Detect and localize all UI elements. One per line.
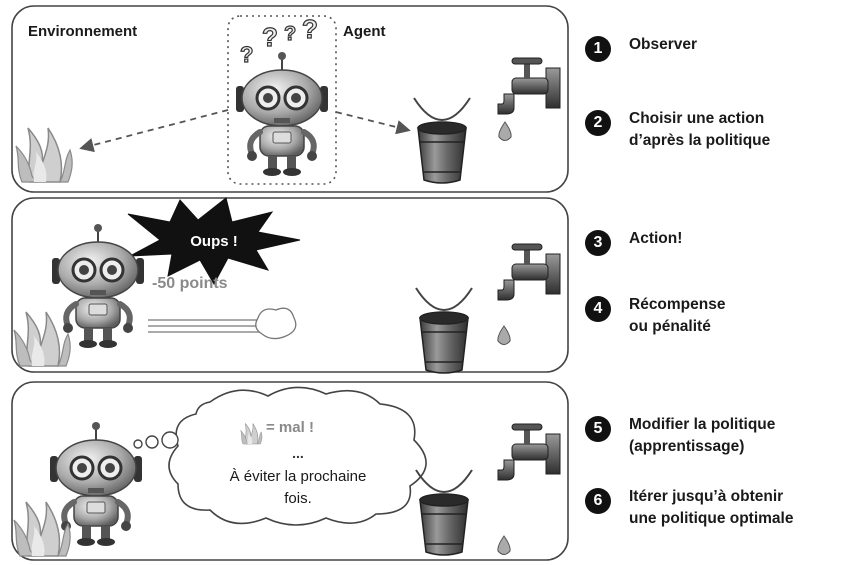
thought-line-3: À éviter la prochaine (230, 468, 367, 485)
burst-icon (127, 197, 301, 286)
step-number-1: 1 (585, 36, 611, 62)
agent-label: Agent (343, 23, 386, 40)
step-label-update-policy: Modifier la politique (apprentissage) (629, 416, 776, 455)
step-label-choose-action: Choisir une action d’après la politique (629, 110, 771, 149)
step-number-5: 5 (585, 416, 611, 442)
svg-text:?: ? (284, 23, 296, 45)
step-4: 4 Récompense ou pénalité (585, 294, 725, 338)
water-jet-icon (148, 307, 297, 340)
svg-text:?: ? (302, 14, 318, 44)
thought-line-2: ... (292, 445, 304, 461)
step-6: 6 Itérer jusqu’à obtenir une politique o… (585, 486, 793, 530)
step-1: 1 Observer (585, 34, 697, 62)
step-2: 2 Choisir une action d’après la politiqu… (585, 108, 770, 152)
step-number-6: 6 (585, 488, 611, 514)
burst-text: Oups ! (190, 233, 238, 250)
step-3: 3 Action! (585, 228, 682, 256)
agent-dotted-box (227, 15, 337, 185)
step-5: 5 Modifier la politique (apprentissage) (585, 414, 775, 458)
step-number-4: 4 (585, 296, 611, 322)
thought-line-1: = mal ! (266, 419, 314, 436)
step-label-observe: Observer (629, 36, 698, 53)
thought-line-4: fois. (284, 490, 312, 507)
step-label-iterate: Itérer jusqu’à obtenir une politique opt… (629, 488, 794, 527)
step-label-reward: Récompense ou pénalité (629, 296, 726, 335)
observe-arrow-left (79, 109, 229, 153)
thought-bubble (168, 386, 427, 526)
step-number-2: 2 (585, 110, 611, 136)
question-marks-icon: ? (240, 42, 253, 67)
observe-arrow-right (335, 111, 411, 135)
step-label-action: Action! (629, 230, 683, 247)
step-number-3: 3 (585, 230, 611, 256)
svg-text:?: ? (262, 22, 278, 52)
environment-label: Environnement (28, 23, 137, 40)
points-text: -50 points (152, 275, 228, 292)
